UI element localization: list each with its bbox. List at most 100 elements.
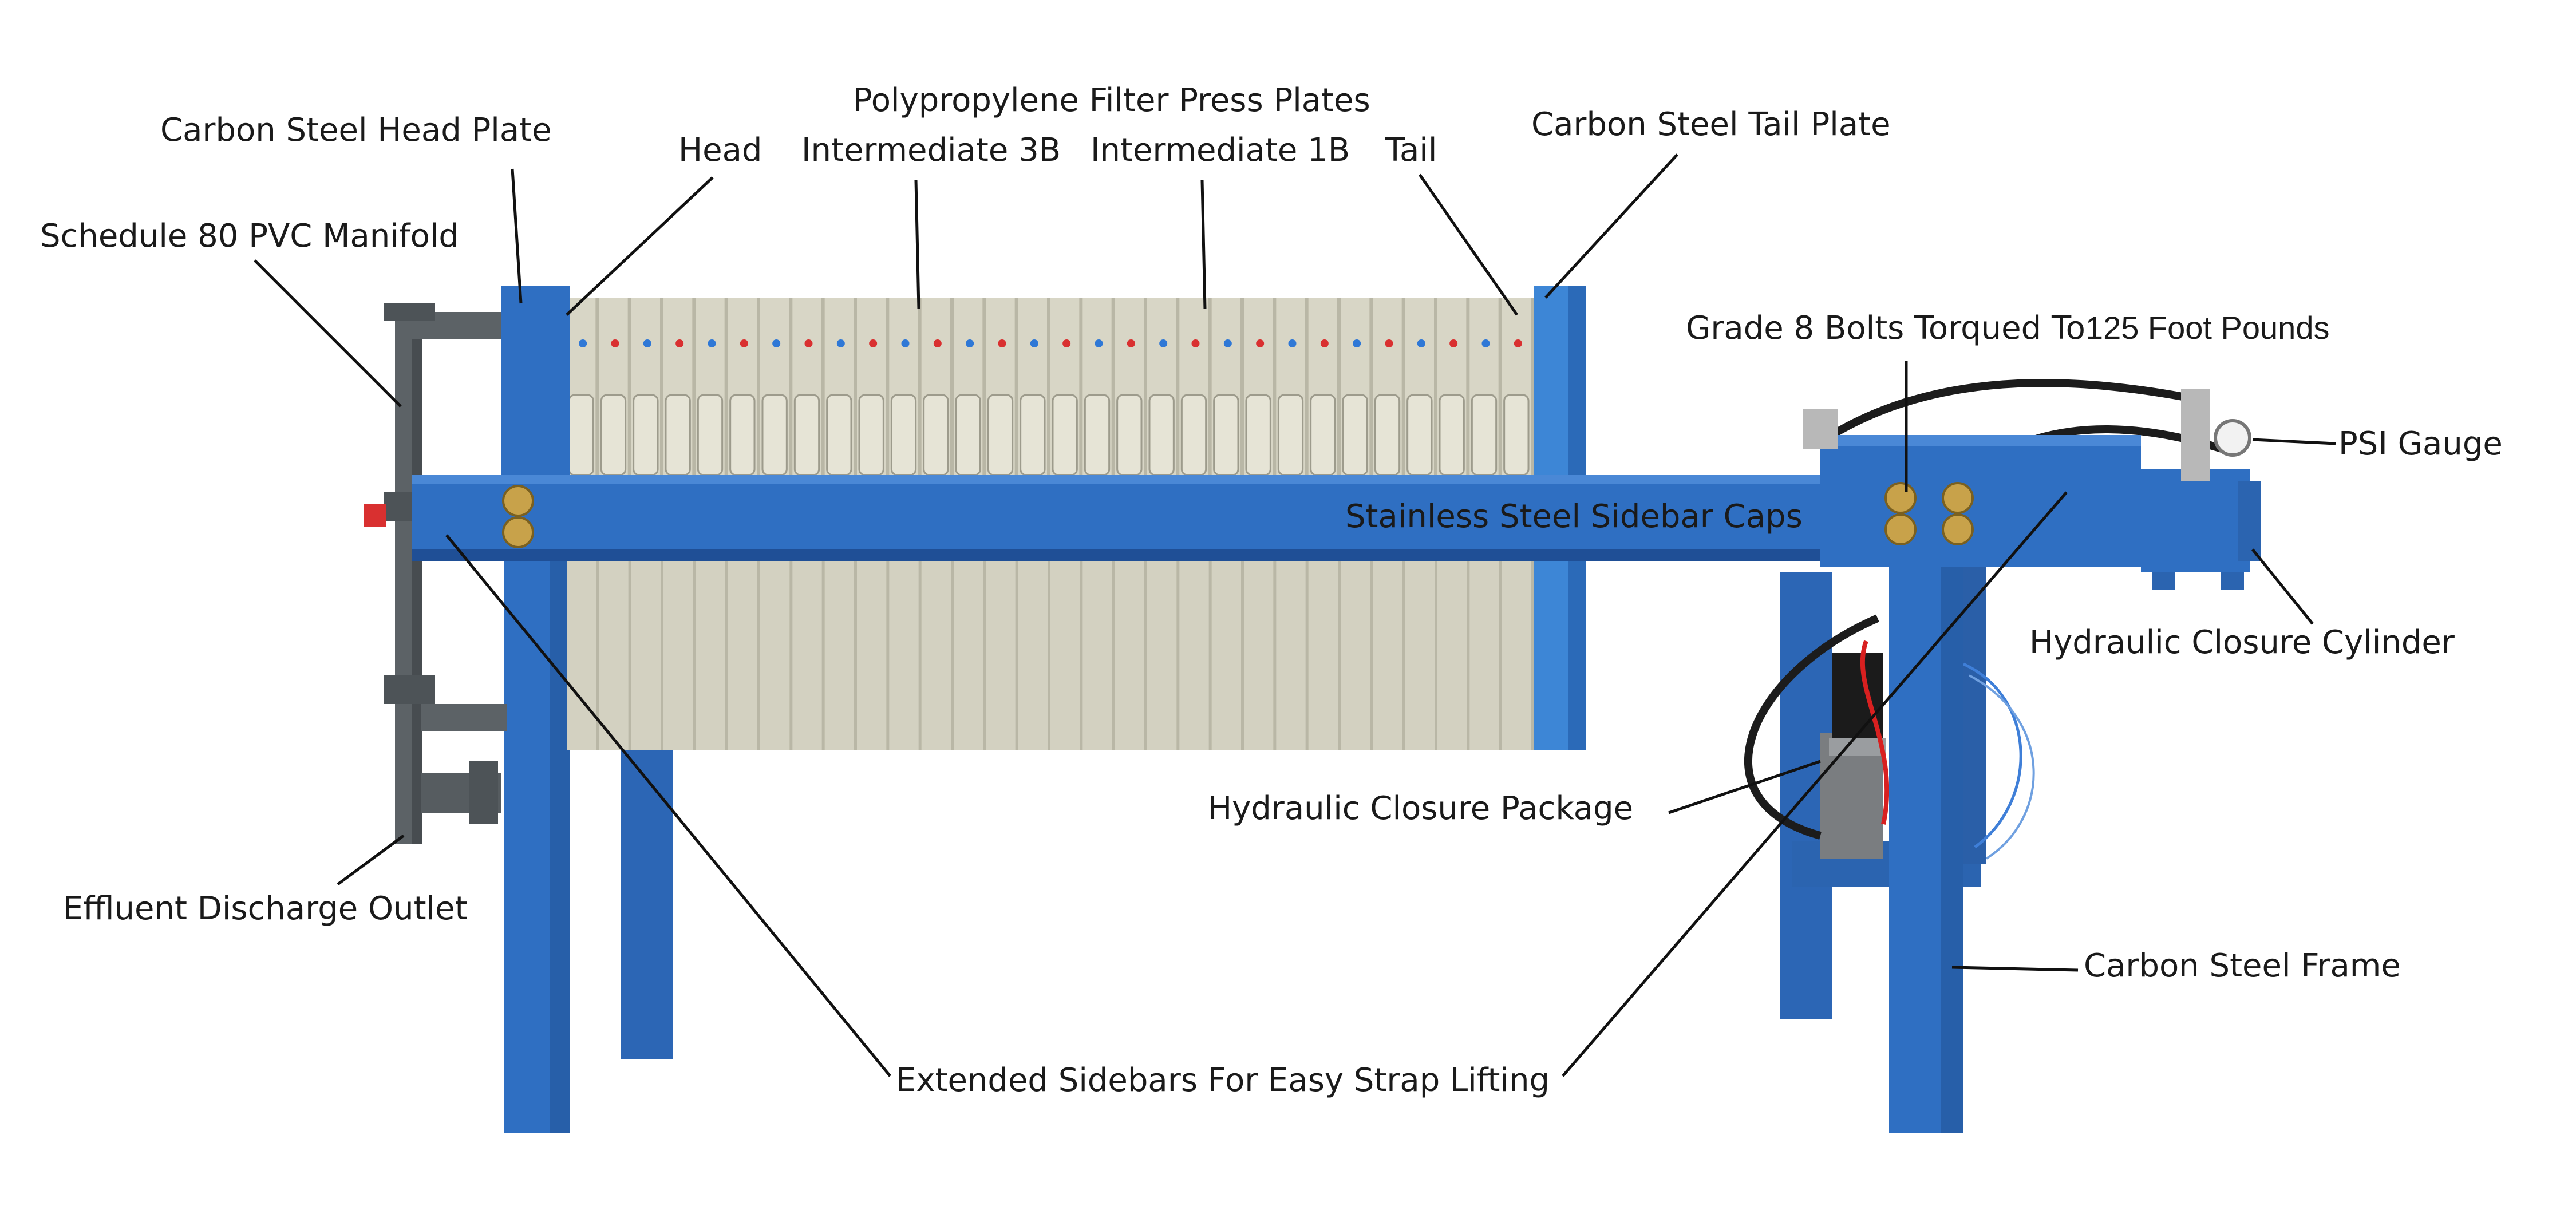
plate-edge [886,298,890,475]
plate-handle [1245,394,1271,476]
hydraulic-hose-upper [1830,379,2205,439]
plate-edge [1305,298,1309,475]
plate-handle [1084,394,1111,476]
plate-edge [1337,298,1341,475]
plate-edge-lower [1402,561,1405,750]
plate-handle [1406,394,1433,476]
plate-edge-lower [1531,561,1534,750]
plate-edge-lower [918,561,922,750]
plate-edge-lower [1435,561,1437,750]
plate-marker [1191,339,1200,347]
label-poly-plates: Polypropylene Filter Press Plates [853,82,1370,119]
plate-edge [1208,298,1212,475]
plate-marker [1256,339,1265,347]
plate-edge-lower [1273,561,1277,750]
plate-handle [1277,394,1304,476]
hydraulic-cylinder [2141,469,2261,590]
plate-edge [1176,298,1180,475]
plate-edge-lower [951,561,954,750]
plate-edge-lower [1048,561,1050,750]
plate-handle [1342,394,1368,476]
leader-manifold [254,259,402,408]
plate-handle [1116,394,1143,476]
label-tail: Tail [1385,132,1437,169]
plate-marker [1062,339,1071,347]
plate-marker [675,339,684,347]
plate-handle [987,394,1014,476]
plate-edge [1273,298,1277,475]
leader-package [1668,760,1821,814]
plate-edge [692,298,696,475]
psi-gauge [1803,389,2251,481]
plate-marker [966,339,974,347]
label-extended-sidebars: Extended Sidebars For Easy Strap Lifting [896,1062,1550,1099]
plate-marker [869,339,878,347]
plate-marker [1385,339,1393,347]
hydraulic-hose-loop [1744,614,1879,840]
plate-edge [789,298,793,475]
plate-edge [1498,298,1502,475]
plate-handle [1310,394,1336,476]
plate-marker [836,339,845,347]
plate-edge [821,298,825,475]
plate-edge-lower [628,561,631,750]
label-hyd-cylinder: Hydraulic Closure Cylinder [2029,624,2455,661]
right-front-leg-shade [1941,567,1963,1133]
plate-edge [1047,298,1050,475]
plate-handle [665,394,691,476]
plate-handle [1471,394,1498,476]
plate-edge-lower [1338,561,1341,750]
label-hyd-package: Hydraulic Closure Package [1208,790,1634,827]
plate-edge-lower [821,561,825,750]
label-psi-gauge: PSI Gauge [2338,425,2503,462]
plate-marker [1030,339,1038,347]
leader-lines [254,153,2336,1077]
plate-edge-lower [661,561,663,750]
plate-edge-lower [854,561,857,750]
plate-marker [1288,339,1297,347]
plate-handle [1148,394,1175,476]
plate-edge-lower [789,561,793,750]
plate-marker [772,339,781,347]
sidebar-top-edge [412,475,2158,484]
leader-intermediate-3b [914,180,920,310]
plate-handle [1503,394,1530,476]
label-bolts-prefix: Grade 8 Bolts Torqued To [1686,310,2085,347]
plate-edge [660,298,663,475]
plate-edge [918,298,922,475]
plate-marker [1127,339,1135,347]
leader-head-plate [511,168,523,304]
label-bolts: Grade 8 Bolts Torqued To125 Foot Pounds [1686,312,2329,345]
filter-plate-strips [568,298,1534,476]
plate-edge-lower [1499,561,1502,750]
leader-sidebars-right [1562,491,2068,1077]
grade-8-bolts [1884,482,1974,545]
leader-sidebars-left [445,534,891,1077]
hydraulic-package [1820,640,2035,860]
head-plate [501,286,570,475]
plate-edge-lower [1080,561,1083,750]
label-sidebar-caps: Stainless Steel Sidebar Caps [1345,498,1803,535]
sidebar-bottom-edge [412,549,2158,561]
plate-marker [1449,339,1458,347]
plate-handle [1180,394,1207,476]
sidebar-caps-left [502,485,534,548]
plate-marker [1095,339,1103,347]
back-left-leg [621,738,673,1059]
plate-edge [1369,298,1373,475]
plate-handle [1439,394,1465,476]
plate-marker [643,339,651,347]
plate-handle [793,394,820,476]
label-intermediate-1b: Intermediate 1B [1091,132,1350,169]
plate-edge-lower [1370,561,1373,750]
plate-marker [901,339,910,347]
plate-handle [1020,394,1046,476]
leader-tail-plate [1544,153,1678,299]
plate-handle [729,394,756,476]
plate-handle [761,394,788,476]
plate-edge-lower [1015,561,1018,750]
label-manifold: Schedule 80 PVC Manifold [40,218,459,255]
plate-edge-lower [1176,561,1180,750]
